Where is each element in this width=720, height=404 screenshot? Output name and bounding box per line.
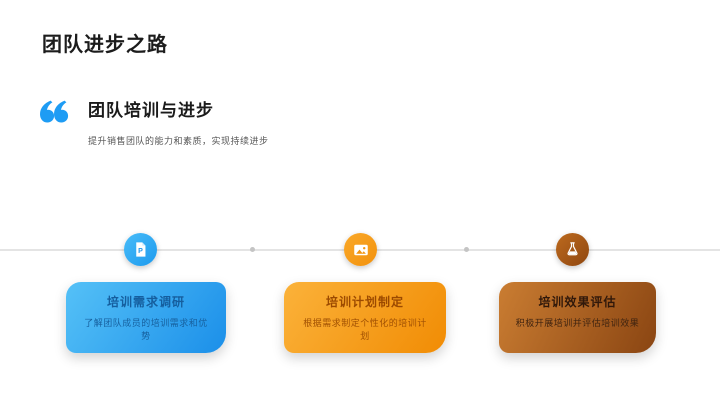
quote-text: 团队培训与进步 提升销售团队的能力和素质，实现持续进步: [88, 96, 269, 147]
page-title: 团队进步之路: [42, 34, 168, 56]
step-card-text: 了解团队成员的培训需求和优势: [84, 318, 208, 341]
flask-icon: [564, 241, 581, 258]
svg-text:P: P: [138, 247, 143, 255]
step-card-title: 培训效果评估: [538, 295, 617, 309]
step-card-3: 培训效果评估 积极开展培训并评估培训效果: [499, 282, 656, 353]
timeline-dot: [250, 247, 255, 252]
step-card-2: 培训计划制定 根据需求制定个性化的培训计划: [284, 282, 446, 353]
timeline-badge-2: [344, 233, 377, 266]
step-card-1: 培训需求调研 了解团队成员的培训需求和优势: [66, 282, 226, 353]
timeline-dot: [464, 247, 469, 252]
quote-heading: 团队培训与进步: [88, 101, 214, 120]
step-card-title: 培训需求调研: [106, 295, 185, 309]
image-icon: [352, 241, 370, 259]
timeline-badge-3: [556, 233, 589, 266]
quote-block: 团队培训与进步 提升销售团队的能力和素质，实现持续进步: [38, 96, 269, 147]
step-card-text: 根据需求制定个性化的培训计划: [303, 318, 427, 341]
double-quote-icon: [38, 100, 70, 124]
document-icon: P: [132, 241, 149, 258]
quote-subtitle: 提升销售团队的能力和素质，实现持续进步: [88, 136, 269, 146]
step-card-text: 积极开展培训并评估培训效果: [515, 318, 640, 328]
timeline-badge-1: P: [124, 233, 157, 266]
step-card-title: 培训计划制定: [325, 295, 404, 309]
